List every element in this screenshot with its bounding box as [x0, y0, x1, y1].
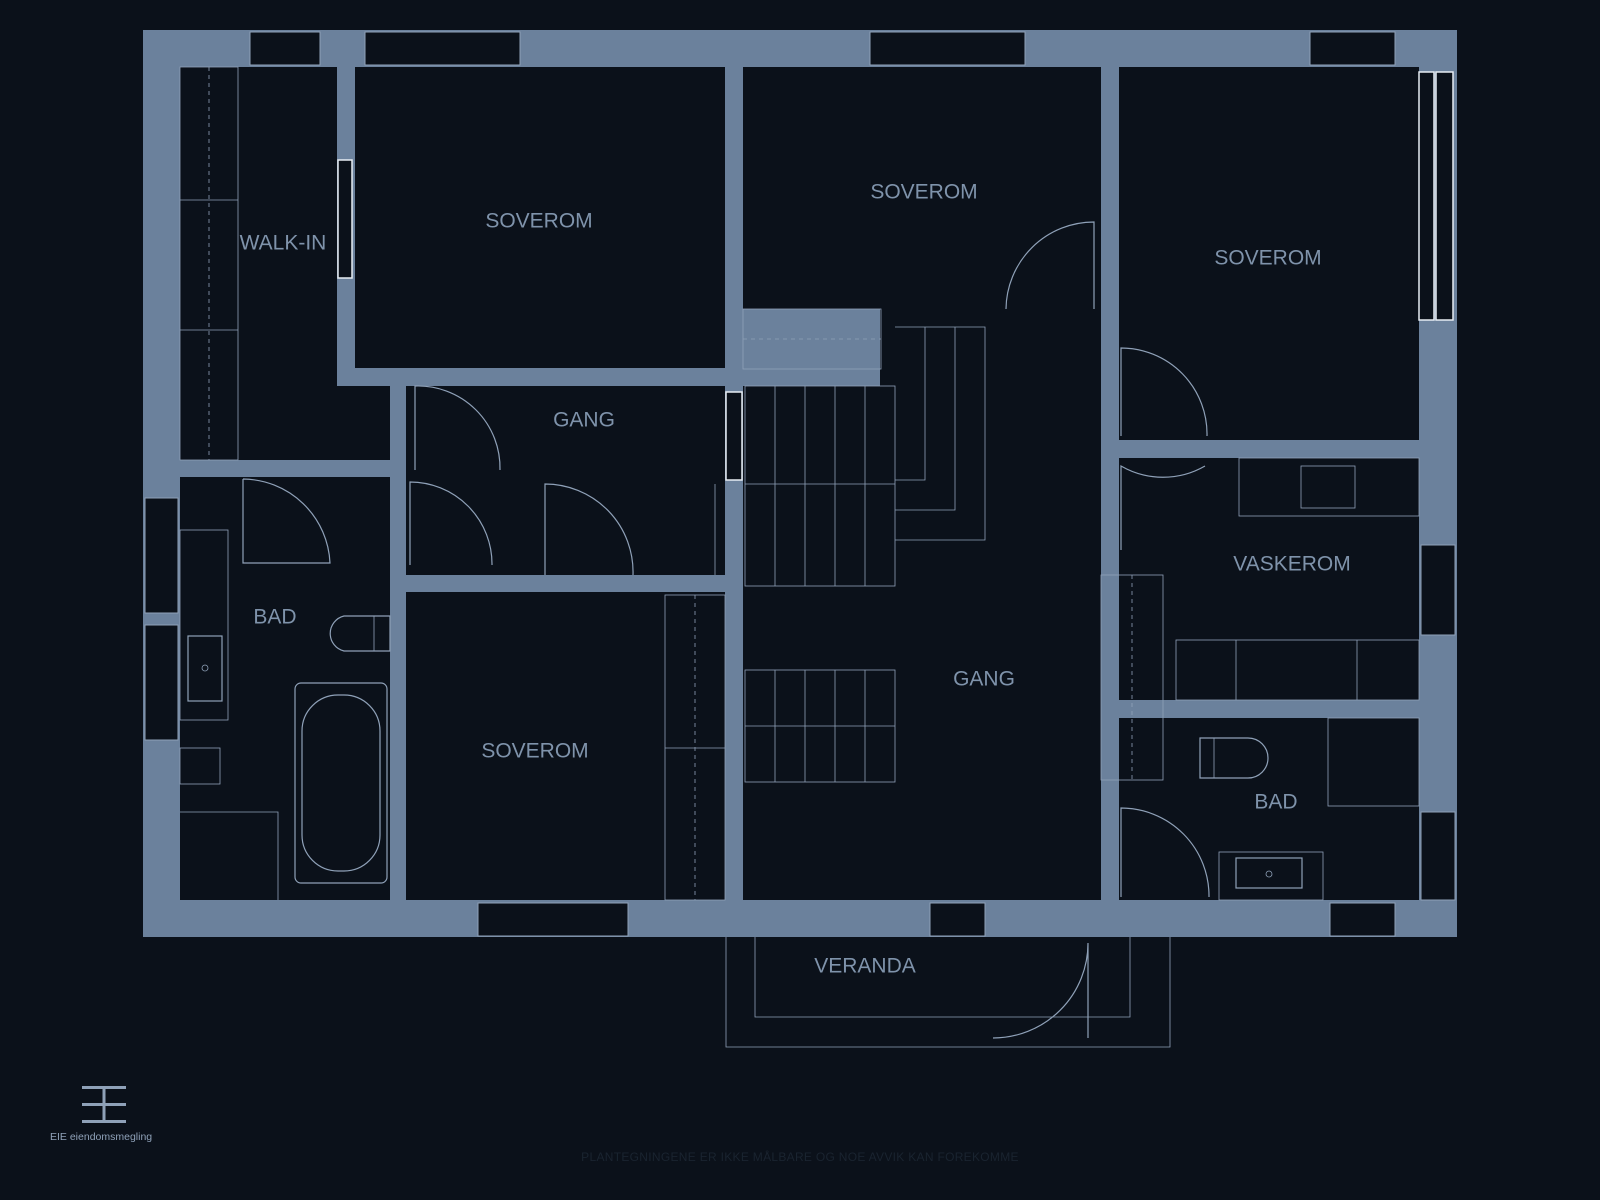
sliding-doors — [337, 71, 1454, 481]
bathroom-fixtures — [179, 529, 1420, 901]
room-label-laundry: VASKEROM — [1233, 553, 1350, 576]
sliding-door — [337, 159, 353, 279]
door-swing — [1120, 464, 1206, 550]
room-labels: WALK-IN SOVEROM SOVEROM SOVEROM GANG BAD… — [240, 181, 1351, 978]
door-swing — [1005, 221, 1095, 310]
stairs — [714, 326, 986, 783]
stair-outline — [895, 327, 926, 481]
room-label-bedroom: SOVEROM — [870, 181, 977, 204]
toilet-tank — [1199, 737, 1215, 779]
door-swing — [242, 478, 331, 564]
doors — [242, 221, 1210, 1039]
toilet — [1199, 737, 1269, 779]
drain — [1265, 870, 1273, 878]
window — [144, 624, 179, 741]
window — [477, 902, 629, 937]
room-label-veranda: VERANDA — [814, 955, 916, 978]
stairs-upper — [744, 385, 896, 587]
veranda-inner — [754, 937, 1131, 1018]
door-swing — [1120, 347, 1208, 437]
windows — [144, 31, 1456, 937]
laundry-cabinets — [1175, 639, 1420, 701]
room-label-bathroom: BAD — [253, 606, 296, 629]
shower-enclosure — [180, 811, 279, 900]
toilet — [329, 615, 391, 652]
window — [249, 31, 321, 66]
disclaimer-text: PLANTEGNINGENE ER IKKE MÅLBARE OG NOE AV… — [581, 1150, 1019, 1164]
bathtub-basin — [301, 694, 381, 872]
bathtub — [294, 682, 388, 884]
room-label-hall: GANG — [553, 409, 615, 432]
room-label-walk-in: WALK-IN — [240, 232, 327, 255]
stair-outline — [895, 327, 956, 511]
room-label-bathroom: BAD — [1254, 791, 1297, 814]
wardrobes — [179, 66, 1420, 901]
walls — [143, 30, 1457, 937]
door-swing — [414, 385, 501, 471]
room-label-bedroom: SOVEROM — [485, 210, 592, 233]
room-label-bedroom: SOVEROM — [481, 740, 588, 763]
window — [929, 902, 986, 937]
window — [1420, 811, 1456, 901]
toilet-tank — [373, 615, 391, 652]
vanity — [1218, 851, 1324, 901]
door-swing — [409, 481, 493, 566]
stair-outline — [895, 326, 986, 541]
veranda-outer — [725, 937, 1171, 1048]
window — [1329, 902, 1396, 937]
drain — [201, 664, 209, 672]
vanity — [179, 529, 229, 721]
window — [869, 31, 1026, 66]
eie-logo-icon — [82, 1086, 126, 1123]
sliding-door — [1435, 71, 1454, 321]
window — [144, 497, 179, 614]
room-label-bedroom: SOVEROM — [1214, 247, 1321, 270]
walls-outline — [143, 30, 1457, 937]
laundry-bench — [1238, 457, 1420, 517]
laundry-sink — [1300, 465, 1356, 509]
sink — [1235, 857, 1303, 889]
room-label-hall: GANG — [953, 668, 1015, 691]
sink — [187, 635, 223, 702]
sliding-door — [725, 391, 743, 481]
brand-name: EIE eiendomsmegling — [50, 1131, 153, 1143]
brand-logo: EIE eiendomsmegling — [50, 1085, 180, 1143]
shower-tray — [1327, 717, 1420, 807]
window — [1309, 31, 1396, 66]
veranda-outline — [725, 937, 1171, 1048]
window — [1420, 544, 1456, 636]
window — [364, 31, 521, 66]
sliding-door — [1418, 71, 1435, 321]
cabinet — [179, 747, 221, 785]
door-swing — [544, 483, 634, 576]
door-swing — [992, 942, 1089, 1039]
door-swing — [1120, 807, 1210, 898]
